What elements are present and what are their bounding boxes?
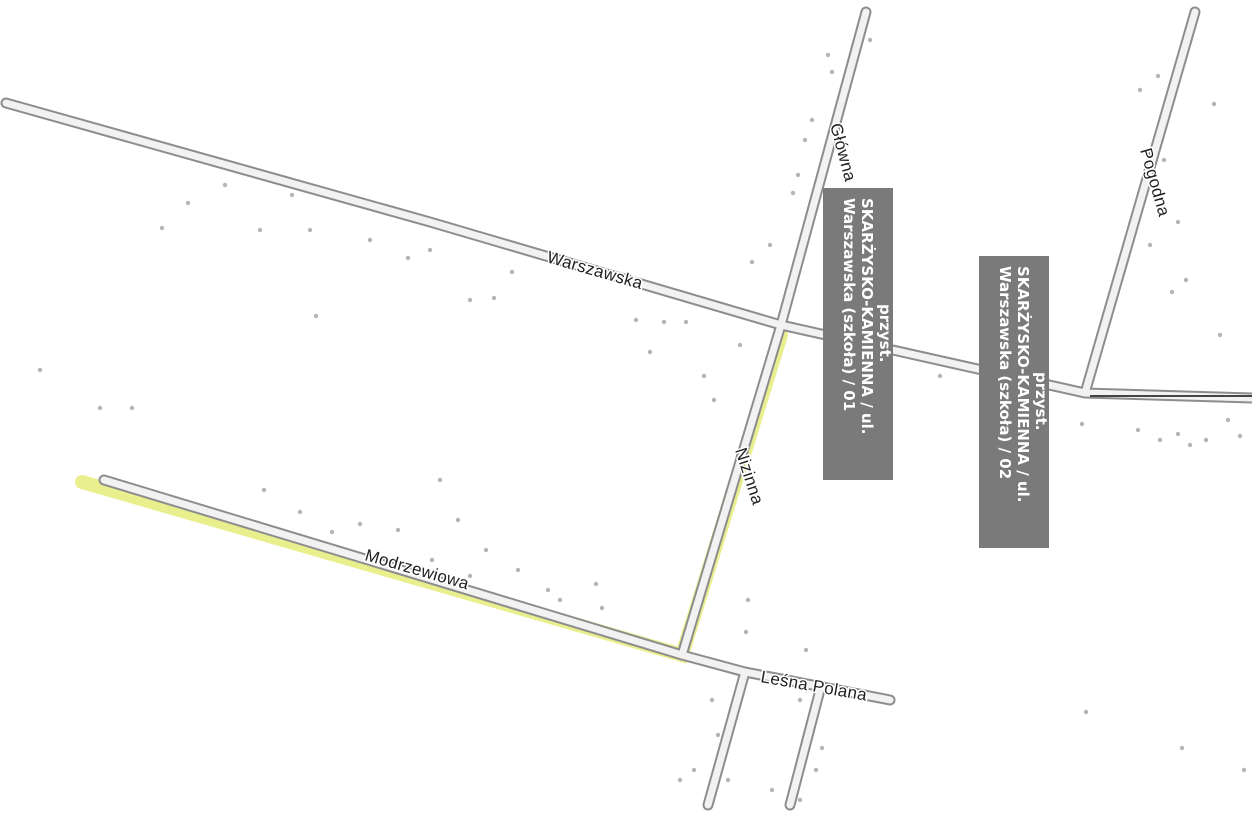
route-highlight <box>75 328 788 664</box>
street-labels: Warszawska Główna Pogodna Nizinna Modrze… <box>361 120 1175 707</box>
address-point <box>1169 289 1175 295</box>
address-point <box>937 373 943 379</box>
address-point <box>867 37 873 43</box>
address-point <box>790 190 796 196</box>
stop-02-line-1: przyst. <box>1032 372 1050 430</box>
address-point <box>797 797 803 803</box>
address-point <box>307 227 313 233</box>
stop-label-01[interactable]: przyst. SKARŻYSKO-KAMIENNA / ul. Warszaw… <box>823 188 894 480</box>
stop-label-02[interactable]: przyst. SKARŻYSKO-KAMIENNA / ul. Warszaw… <box>979 256 1050 548</box>
stop-01-line-2: SKARŻYSKO-KAMIENNA / ul. <box>858 198 877 434</box>
address-point <box>97 405 103 411</box>
address-point <box>701 373 707 379</box>
address-point <box>803 647 809 653</box>
address-point <box>557 597 563 603</box>
address-point <box>743 629 749 635</box>
address-point <box>829 69 835 75</box>
address-point <box>37 367 43 373</box>
address-point <box>1079 421 1085 427</box>
address-point <box>1237 433 1243 439</box>
address-point <box>1135 427 1141 433</box>
address-point <box>329 529 335 535</box>
address-point <box>709 697 715 703</box>
address-point <box>483 547 489 553</box>
address-point <box>467 297 473 303</box>
address-point <box>691 767 697 773</box>
address-point <box>437 477 443 483</box>
address-point <box>711 397 717 403</box>
address-point <box>1161 157 1167 163</box>
address-point <box>395 527 401 533</box>
address-point <box>545 587 551 593</box>
address-point <box>683 319 689 325</box>
address-point <box>825 52 831 58</box>
address-point <box>257 227 263 233</box>
address-point <box>795 172 801 178</box>
address-point <box>725 777 731 783</box>
address-point <box>1203 437 1209 443</box>
address-point <box>357 521 363 527</box>
address-point <box>427 247 433 253</box>
address-point <box>289 192 295 198</box>
address-point <box>1211 101 1217 107</box>
address-point <box>1147 242 1153 248</box>
address-point <box>1241 767 1247 773</box>
address-point <box>222 182 228 188</box>
address-point <box>261 487 267 493</box>
address-point <box>633 317 639 323</box>
address-point <box>593 581 599 587</box>
road-network <box>0 6 1252 811</box>
stop-02-line-2: SKARŻYSKO-KAMIENNA / ul. <box>1014 266 1033 502</box>
address-point <box>455 517 461 523</box>
address-point <box>819 745 825 751</box>
address-points <box>37 37 1247 803</box>
address-point <box>185 200 191 206</box>
address-point <box>429 557 435 563</box>
address-point <box>297 509 303 515</box>
road-warszawska-casing <box>0 97 1252 404</box>
address-point <box>809 117 815 123</box>
address-point <box>1179 745 1185 751</box>
address-point <box>129 405 135 411</box>
address-point <box>1153 177 1159 183</box>
address-point <box>647 349 653 355</box>
address-point <box>745 597 751 603</box>
address-point <box>715 732 721 738</box>
address-point <box>1225 417 1231 423</box>
address-point <box>1137 87 1143 93</box>
address-point <box>509 269 515 275</box>
stop-01-line-1: przyst. <box>876 304 894 362</box>
address-point <box>599 605 605 611</box>
address-point <box>749 259 755 265</box>
address-point <box>661 319 667 325</box>
address-point <box>1183 277 1189 283</box>
address-point <box>1155 73 1161 79</box>
address-point <box>1187 442 1193 448</box>
address-point <box>467 573 473 579</box>
address-point <box>1157 437 1163 443</box>
address-point <box>797 697 803 703</box>
address-point <box>515 567 521 573</box>
address-point <box>767 242 773 248</box>
address-point <box>1217 332 1223 338</box>
address-point <box>405 255 411 261</box>
address-point <box>769 787 775 793</box>
address-point <box>737 342 743 348</box>
address-point <box>159 225 165 231</box>
address-point <box>1175 219 1181 225</box>
address-point <box>313 313 319 319</box>
address-point <box>491 295 497 301</box>
address-point <box>813 767 819 773</box>
address-point <box>367 237 373 243</box>
street-label-warszawska: Warszawska <box>545 248 645 294</box>
address-point <box>802 137 808 143</box>
address-point <box>677 777 683 783</box>
address-point <box>1175 431 1181 437</box>
address-point <box>1083 709 1089 715</box>
stop-01-line-3: Warszawska (szkoła) / 01 <box>840 198 858 411</box>
stop-02-line-3: Warszawska (szkoła) / 02 <box>996 266 1014 479</box>
